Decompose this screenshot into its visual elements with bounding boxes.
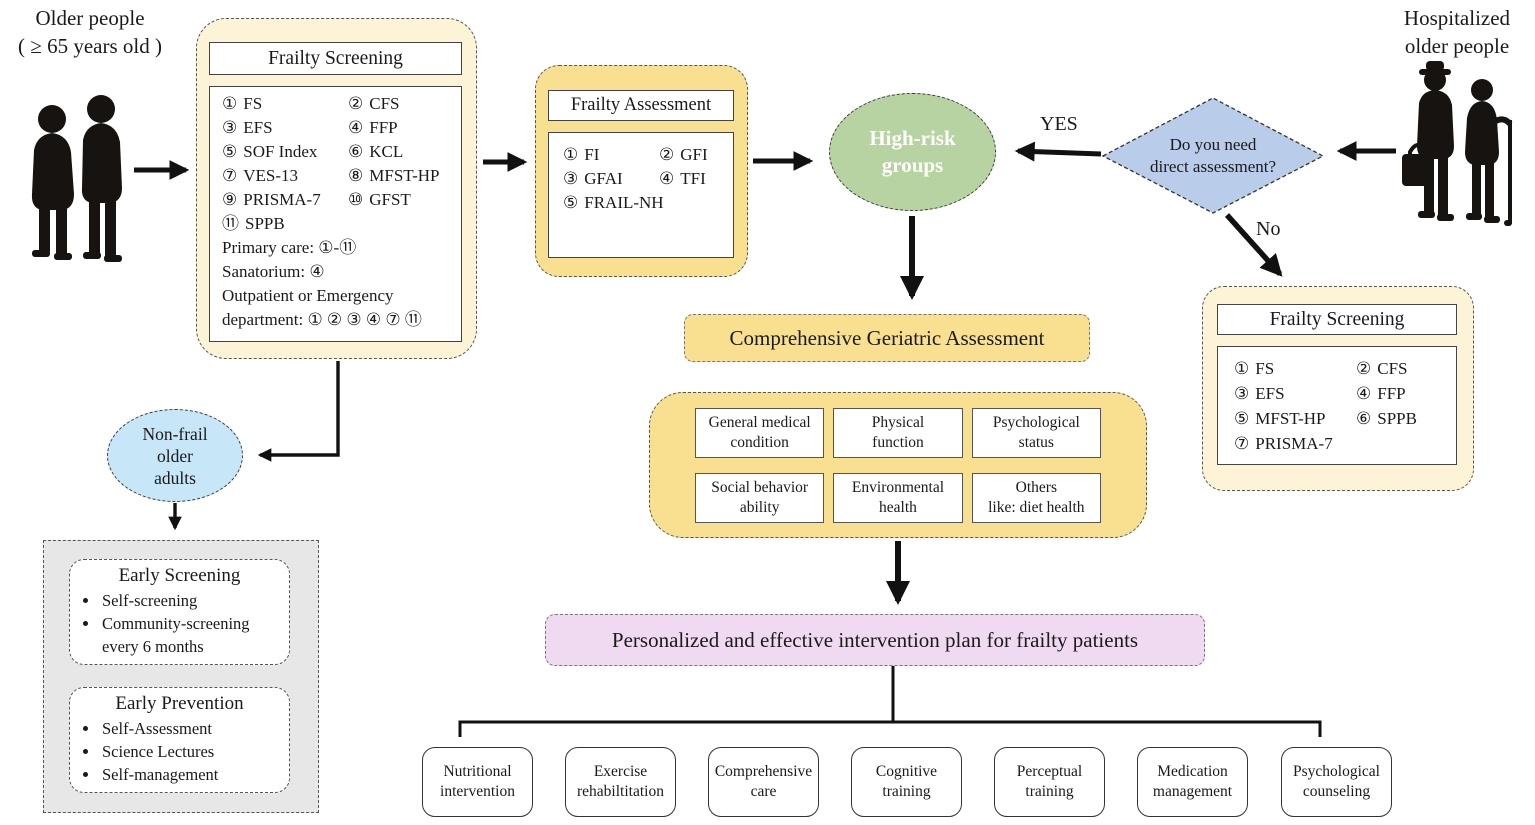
option-comprehensive-care: Comprehensive care: [708, 747, 819, 817]
older-people-label-line2: ( ≥ 65 years old ): [18, 34, 162, 58]
non-frail-line1: Non-frail: [142, 423, 208, 444]
hospitalized-label-line1: Hospitalized: [1403, 6, 1511, 30]
frailty-assessment-title: Frailty Assessment: [570, 95, 712, 115]
older-people-label: Older people ( ≥ 65 years old ): [6, 4, 174, 60]
early-prevention-item: Self-Assessment: [100, 717, 283, 740]
cga-title: Comprehensive Geriatric Assessment: [729, 325, 1045, 350]
option-psychological-counseling: Psychological counseling: [1281, 747, 1392, 817]
right-frailty-screening-title: Frailty Screening: [1269, 308, 1405, 330]
option-medication-management: Medication management: [1137, 747, 1248, 817]
early-screening-item: Self-screening: [100, 589, 283, 612]
option-perceptual-training: Perceptual training: [994, 747, 1105, 817]
screening-note: Primary care: ①-⑪: [222, 238, 357, 257]
cga-domain-environmental-health: Environmental health: [833, 473, 963, 523]
non-frail-older-adults-node: Non-frail older adults: [107, 409, 243, 502]
yes-branch-label: YES: [1040, 113, 1078, 135]
high-risk-groups-node: High-risk groups: [829, 93, 996, 211]
early-prevention-item: Science Lectures: [100, 740, 283, 763]
early-prevention-list: Self-Assessment Science Lectures Self-ma…: [76, 717, 283, 786]
hospitalized-older-people-label: Hospitalized older people: [1384, 4, 1530, 60]
early-screening-item: Community-screening every 6 months: [100, 612, 283, 658]
arrow-yes-to-high-risk: [1014, 141, 1102, 162]
screening-note: department: ① ② ③ ④ ⑦ ⑪: [222, 310, 422, 329]
early-screening-box: Early Screening Self-screening Community…: [69, 559, 290, 665]
decision-diamond: [1101, 97, 1325, 214]
intervention-plan-title: Personalized and effective intervention …: [611, 627, 1139, 652]
cga-domain-psychological-status: Psychological status: [971, 408, 1101, 458]
cga-domains-panel: General medical condition Physical funct…: [649, 392, 1147, 538]
early-prevention-box: Early Prevention Self-Assessment Science…: [69, 687, 290, 793]
hospitalized-older-people-silhouette: [1402, 61, 1513, 226]
hospitalized-label-line2: older people: [1404, 34, 1510, 58]
high-risk-line1: High-risk: [869, 126, 956, 150]
arrow-no-to-right-screening: [1224, 213, 1283, 277]
plan-to-options-connector: [458, 666, 1322, 737]
cga-domain-general-medical: General medical condition: [695, 408, 825, 458]
option-cognitive-training: Cognitive training: [851, 747, 962, 817]
screening-note: Outpatient or Emergency: [222, 286, 394, 305]
right-frailty-screening-title-box: Frailty Screening: [1217, 304, 1457, 335]
early-prevention-title: Early Prevention: [115, 693, 244, 714]
older-people-silhouette: [31, 95, 122, 262]
cga-domain-others: Others like: diet health: [971, 473, 1101, 523]
decision-diamond-text: Do you need direct assessment?: [1118, 132, 1308, 180]
option-nutritional-intervention: Nutritional intervention: [422, 747, 533, 817]
early-screening-list: Self-screening Community-screening every…: [76, 589, 283, 658]
cga-title-box: Comprehensive Geriatric Assessment: [684, 314, 1090, 362]
older-people-label-line1: Older people: [35, 6, 145, 30]
decision-line2: direct assessment?: [1149, 157, 1277, 176]
intervention-plan-box: Personalized and effective intervention …: [545, 614, 1205, 666]
left-frailty-screening-title: Frailty Screening: [268, 47, 403, 69]
high-risk-line2: groups: [881, 153, 944, 177]
frailty-assessment-title-box: Frailty Assessment: [548, 90, 734, 121]
early-prevention-item: Self-management: [100, 763, 283, 786]
screening-note: Sanatorium: ④: [222, 262, 325, 281]
prevention-panel: Early Screening Self-screening Community…: [43, 540, 319, 813]
non-frail-line2: older: [157, 445, 193, 466]
decision-line1: Do you need: [1169, 135, 1257, 154]
left-frailty-screening-title-box: Frailty Screening: [209, 42, 462, 75]
cga-domain-social-behavior: Social behavior ability: [695, 473, 825, 523]
non-frail-line3: adults: [154, 467, 196, 488]
early-screening-title: Early Screening: [118, 565, 241, 586]
arrow-screening-to-non-frail: [257, 361, 340, 462]
no-branch-label: No: [1256, 218, 1281, 240]
option-exercise-rehabilitation: Exercise rehabiltitation: [565, 747, 676, 817]
cga-domain-physical-function: Physical function: [833, 408, 963, 458]
